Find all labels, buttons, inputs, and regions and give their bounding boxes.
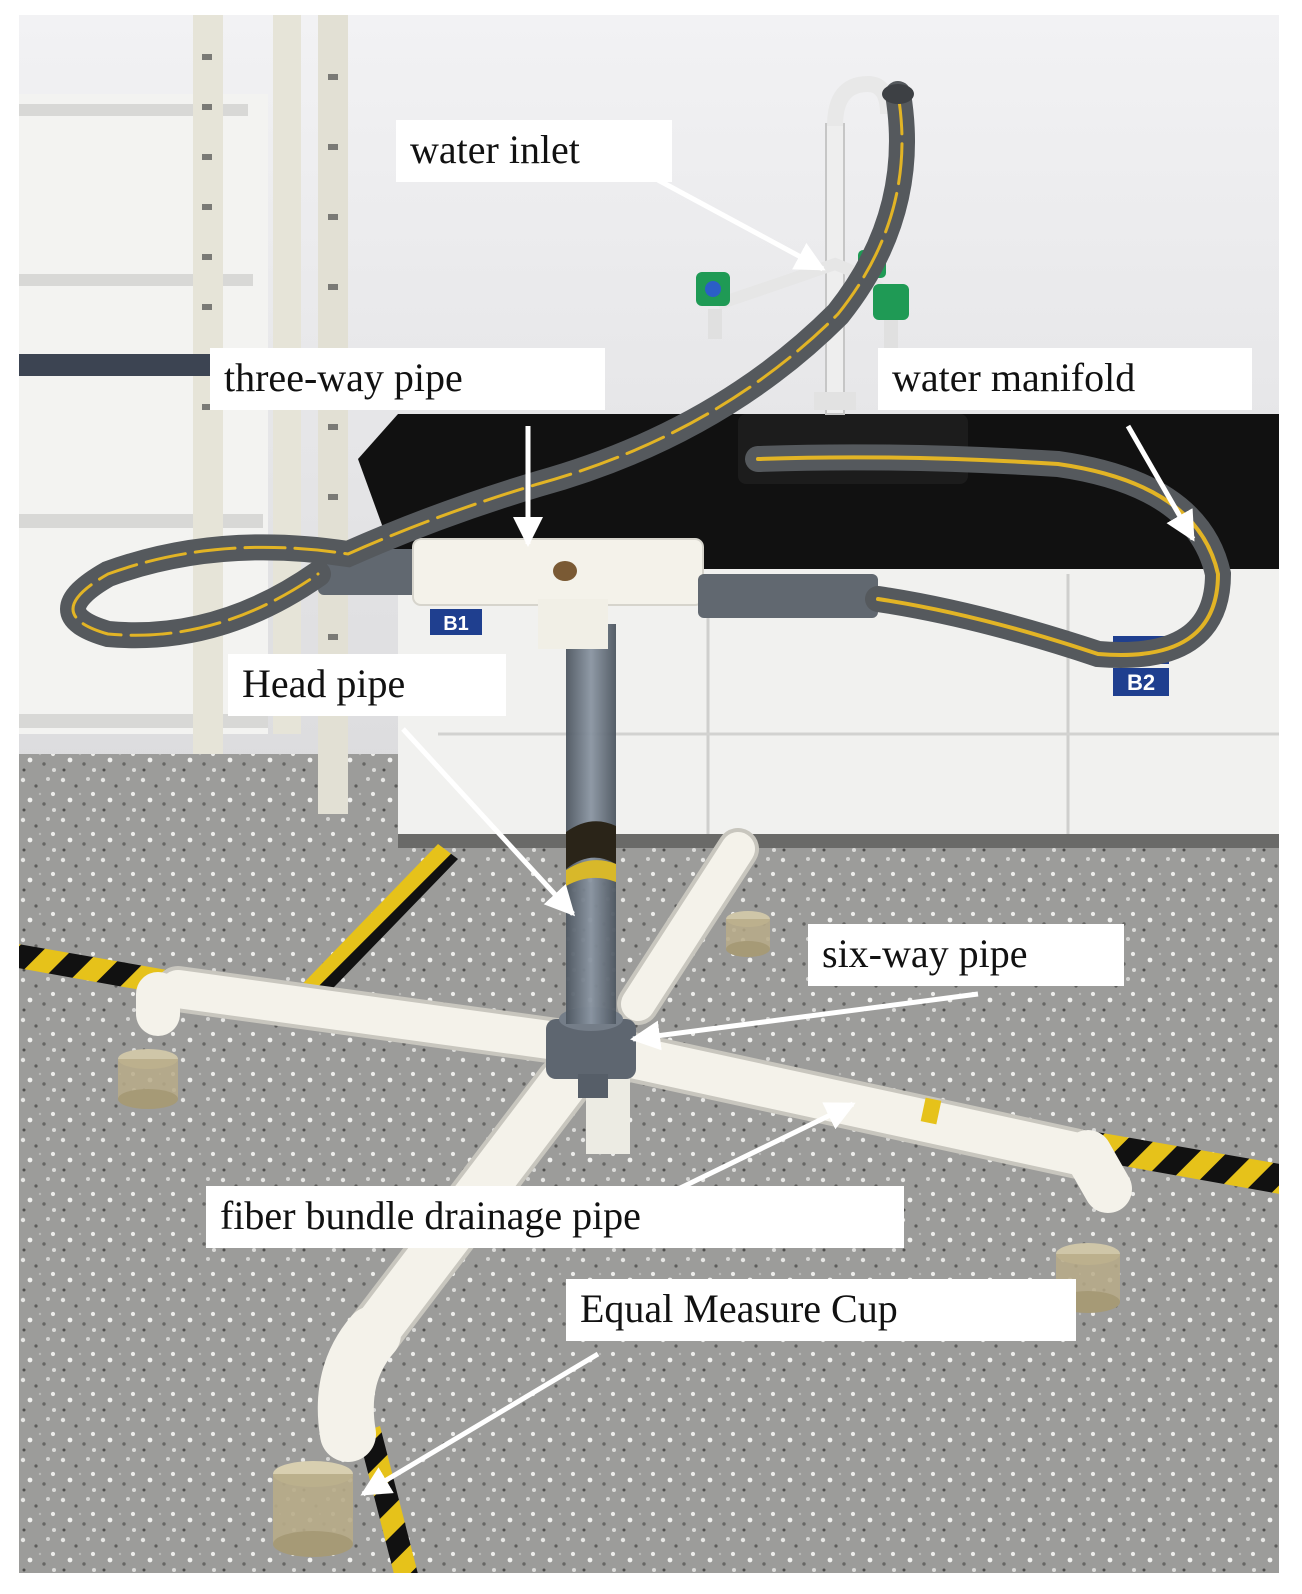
svg-text:B2: B2	[1127, 670, 1155, 695]
label-fiber-bundle-drainage-pipe: fiber bundle drainage pipe	[206, 1186, 904, 1248]
measure-cup-back	[726, 911, 770, 957]
label-six-way-pipe: six-way pipe	[808, 924, 1124, 986]
cabinet-tag-b2: B2	[1113, 668, 1169, 696]
three-way-pipe	[318, 538, 878, 649]
arrow-head-pipe	[401, 727, 576, 917]
arrow-water-manifold	[1125, 424, 1196, 542]
photo-frame: B1 A1 B2	[18, 14, 1280, 1574]
measure-cup-front	[273, 1461, 353, 1557]
water-hose	[60, 81, 1232, 668]
annotation-arrows	[360, 177, 1196, 1497]
arrow-equal-measure-cup	[360, 1351, 600, 1497]
label-water-inlet: water inlet	[396, 120, 672, 182]
label-water-manifold: water manifold	[878, 348, 1252, 410]
svg-text:B1: B1	[443, 613, 469, 635]
cabinet-tag-b1: B1	[430, 609, 482, 635]
arrow-fiber-bundle-drainage-pipe	[666, 1101, 856, 1197]
measure-cup-left	[118, 1049, 178, 1109]
arrow-six-way-pipe	[630, 991, 979, 1051]
head-pipe	[566, 624, 616, 1024]
label-equal-measure-cup: Equal Measure Cup	[566, 1279, 1076, 1341]
arrow-water-inlet	[656, 177, 826, 272]
label-head-pipe: Head pipe	[228, 654, 506, 716]
label-three-way-pipe: three-way pipe	[210, 348, 605, 410]
